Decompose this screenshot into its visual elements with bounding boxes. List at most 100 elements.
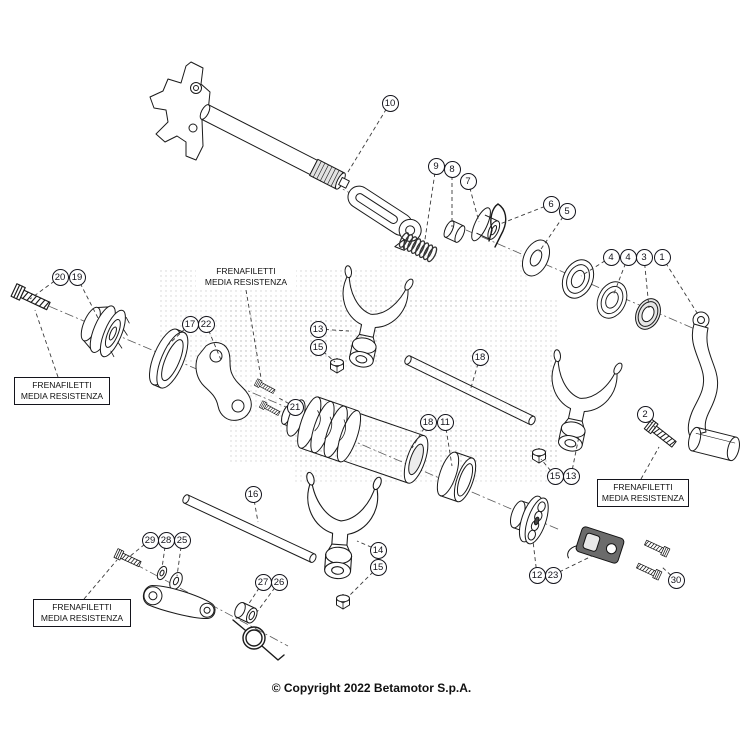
part-drum-collar <box>436 451 477 503</box>
callout-28: 28 <box>157 531 175 549</box>
leader-line-3 <box>643 256 650 309</box>
callout-14: 14 <box>369 541 387 559</box>
callout-2: 2 <box>636 405 654 423</box>
callout-4: 4 <box>602 248 620 266</box>
note-line: FRENAFILETTI <box>52 602 112 612</box>
leader-line-4 <box>580 256 612 277</box>
callout-15: 15 <box>546 467 564 485</box>
part-bolt-29 <box>113 548 143 569</box>
part-bracket <box>195 342 252 421</box>
note-line: FRENAFILETTI <box>32 380 92 390</box>
part-return-spring <box>398 232 438 263</box>
leader-line-18 <box>411 421 429 449</box>
part-bolt-2 <box>643 418 679 450</box>
part-washer-28 <box>156 565 168 581</box>
leader-line-26 <box>256 581 280 613</box>
callout-8: 8 <box>443 160 461 178</box>
note-line: MEDIA RESISTENZA <box>20 391 104 402</box>
note-leader-line <box>34 309 59 378</box>
callout-15: 15 <box>369 558 387 576</box>
callout-6: 6 <box>542 195 560 213</box>
note-leader-line <box>640 446 660 480</box>
part-cam-segment <box>509 495 549 545</box>
callout-4: 4 <box>619 248 637 266</box>
part-bolt-30b <box>635 561 663 581</box>
note-line: FRENAFILETTI <box>216 266 276 276</box>
part-ring <box>149 328 189 389</box>
callout-13: 13 <box>309 320 327 338</box>
callout-11: 11 <box>436 413 454 431</box>
callout-9: 9 <box>427 157 445 175</box>
part-shift-link <box>142 585 216 619</box>
leader-line-16 <box>252 493 259 523</box>
part-stop-lever <box>567 526 625 564</box>
callout-22: 22 <box>197 315 215 333</box>
part-ratchet-assembly <box>80 305 130 358</box>
part-bolt-30a <box>643 538 671 558</box>
callout-16: 16 <box>244 485 262 503</box>
part-roller <box>234 602 258 624</box>
leader-line-28 <box>161 539 167 569</box>
part-shift-drum <box>281 396 429 484</box>
leader-line-27 <box>247 581 264 606</box>
callout-13: 13 <box>562 467 580 485</box>
part-flanged-hub <box>471 207 501 242</box>
callout-5: 5 <box>558 202 576 220</box>
leader-line-29 <box>128 539 151 558</box>
copyright-text: © Copyright 2022 Betamotor S.p.A. <box>271 681 472 695</box>
leader-line-12 <box>532 540 538 576</box>
callout-15: 15 <box>309 338 327 356</box>
callout-30: 30 <box>667 571 685 589</box>
note-leader-line <box>245 289 262 379</box>
leader-line-18 <box>469 356 481 392</box>
leader-line-9 <box>423 165 437 247</box>
leader-line-10 <box>347 102 391 173</box>
callout-21: 21 <box>286 398 304 416</box>
leader-lines-layer <box>29 102 700 613</box>
callout-25: 25 <box>173 531 191 549</box>
part-bearing-2 <box>591 276 633 324</box>
leader-line-20 <box>29 276 61 300</box>
note-line: MEDIA RESISTENZA <box>204 277 288 288</box>
callout-3: 3 <box>635 248 653 266</box>
leader-line-17 <box>167 323 191 346</box>
callout-10: 10 <box>381 94 399 112</box>
callout-1: 1 <box>653 248 671 266</box>
callout-29: 29 <box>141 531 159 549</box>
callout-18: 18 <box>419 413 437 431</box>
part-selector-plate <box>149 61 211 161</box>
callout-18: 18 <box>471 348 489 366</box>
callout-26: 26 <box>270 573 288 591</box>
part-shift-arm <box>347 185 422 251</box>
part-seal <box>635 298 661 330</box>
leader-line-25 <box>176 539 183 577</box>
callout-19: 19 <box>68 268 86 286</box>
part-torsion-spring <box>232 619 285 661</box>
leader-line-1 <box>661 256 700 317</box>
callout-7: 7 <box>459 172 477 190</box>
leader-line-13 <box>317 328 350 332</box>
note-line: MEDIA RESISTENZA <box>40 613 124 624</box>
watermark-dots <box>160 250 560 485</box>
part-bearing-1 <box>555 254 601 304</box>
part-fork-shaft-lower <box>182 494 317 563</box>
callout-27: 27 <box>254 573 272 591</box>
note-leader-line <box>83 559 118 600</box>
part-nut-lower <box>336 594 350 610</box>
part-spacer <box>443 220 466 243</box>
callout-20: 20 <box>51 268 69 286</box>
note-line: FRENAFILETTI <box>613 482 673 492</box>
part-gear-lever <box>687 311 740 462</box>
callout-12: 12 <box>528 566 546 584</box>
part-fork-shaft-upper <box>404 355 536 426</box>
part-shift-shaft <box>199 104 350 190</box>
callout-17: 17 <box>181 315 199 333</box>
part-washer <box>521 239 551 277</box>
note-line: MEDIA RESISTENZA <box>601 493 685 504</box>
